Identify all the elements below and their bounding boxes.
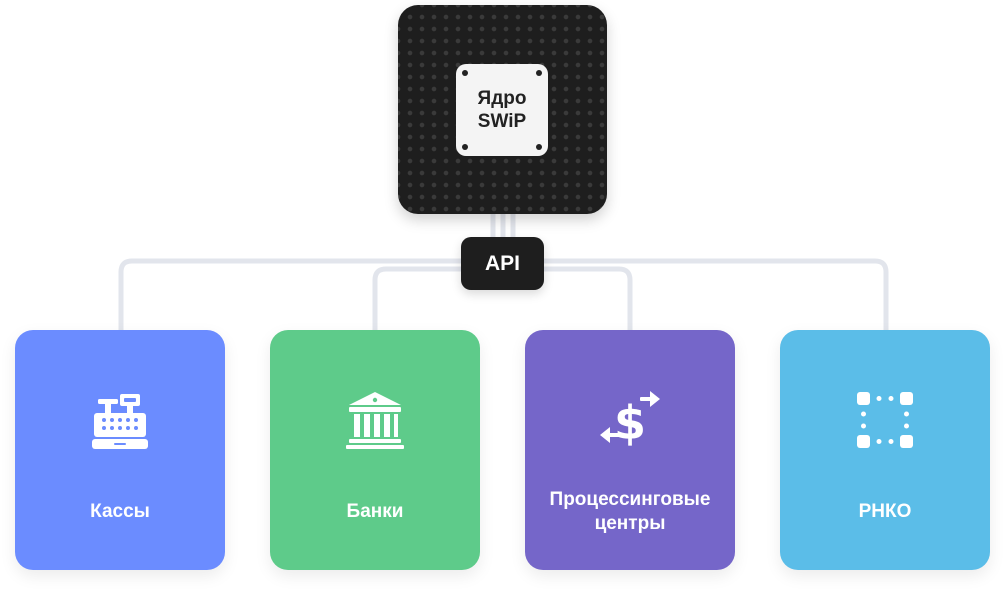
- core-title-line-2: SWiP: [477, 111, 527, 132]
- cash-register-icon: [90, 390, 150, 450]
- core-corner-dot: [462, 144, 468, 150]
- currency-exchange-icon: $: [600, 390, 660, 450]
- network-nodes-icon: [855, 390, 915, 450]
- card-banki: Банки: [270, 330, 480, 570]
- card-kassy: Кассы: [15, 330, 225, 570]
- swip-core-chip: Ядро SWiP: [398, 5, 607, 214]
- api-badge: API: [461, 237, 544, 290]
- core-title-line-1: Ядро: [477, 88, 527, 109]
- card-label: РНКО: [858, 501, 912, 522]
- svg-text:$: $: [614, 396, 646, 450]
- card-label: Процессинговые центры: [549, 489, 711, 534]
- core-corner-dot: [536, 144, 542, 150]
- bank-icon: [345, 390, 405, 450]
- core-corner-dot: [462, 70, 468, 76]
- core-corner-dot: [536, 70, 542, 76]
- card-label: Банки: [346, 501, 404, 522]
- card-rnko: РНКО: [780, 330, 990, 570]
- card-processing-centers: $ Процессинговые центры: [525, 330, 735, 570]
- chip-core-label: Ядро SWiP: [456, 64, 548, 156]
- card-label: Кассы: [90, 501, 150, 522]
